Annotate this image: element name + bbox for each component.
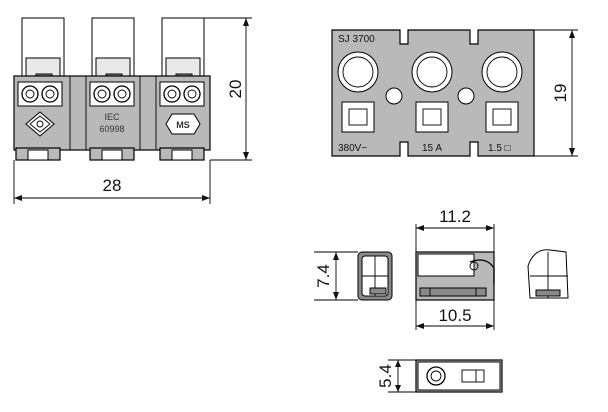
front-height-value: 20 — [226, 80, 245, 99]
mark-ms-logo: MS — [165, 113, 201, 135]
front-width-dimension: 28 — [13, 160, 211, 204]
side-height-value: 7.4 — [314, 264, 333, 288]
svg-text:MS: MS — [176, 120, 190, 130]
top-height-dimension: 19 — [534, 29, 578, 157]
bottom-view — [415, 359, 503, 393]
top-body — [331, 29, 535, 157]
left-end-view — [357, 251, 393, 301]
mark-diamond-logo — [25, 111, 55, 137]
side-views: 11.2 10.5 7.4 — [314, 207, 569, 393]
side-top-width-dimension: 11.2 — [415, 207, 495, 252]
side-height-dimension: 7.4 — [314, 251, 358, 301]
top-voltage-label: 380V~ — [338, 143, 367, 154]
front-width-value: 28 — [103, 176, 122, 195]
front-screws — [17, 81, 205, 107]
bottom-height-dimension: 5.4 — [376, 359, 416, 393]
top-height-value: 19 — [551, 84, 570, 103]
mark-iec-line1: IEC — [104, 112, 120, 122]
front-height-dimension: 20 — [204, 17, 252, 161]
top-model-label: SJ 3700 — [338, 34, 375, 45]
main-side-view — [415, 251, 495, 301]
top-current-label: 15 A — [422, 143, 442, 154]
side-bottom-width-value: 10.5 — [438, 306, 471, 325]
right-end-view — [527, 249, 569, 299]
top-screws — [337, 51, 523, 93]
front-top-tabs — [21, 17, 205, 79]
bottom-height-value: 5.4 — [376, 364, 395, 388]
top-section-label: 1.5 □ — [488, 143, 511, 154]
mark-iec-line2: 60998 — [99, 124, 124, 134]
front-view: IEC 60998 MS 20 28 — [13, 17, 252, 204]
top-clamp-windows — [341, 101, 519, 133]
side-bottom-width-dimension: 10.5 — [415, 300, 495, 330]
top-view: SJ 3700 380V~ 15 A 1.5 □ 19 — [331, 29, 578, 157]
side-top-width-value: 11.2 — [439, 207, 471, 226]
